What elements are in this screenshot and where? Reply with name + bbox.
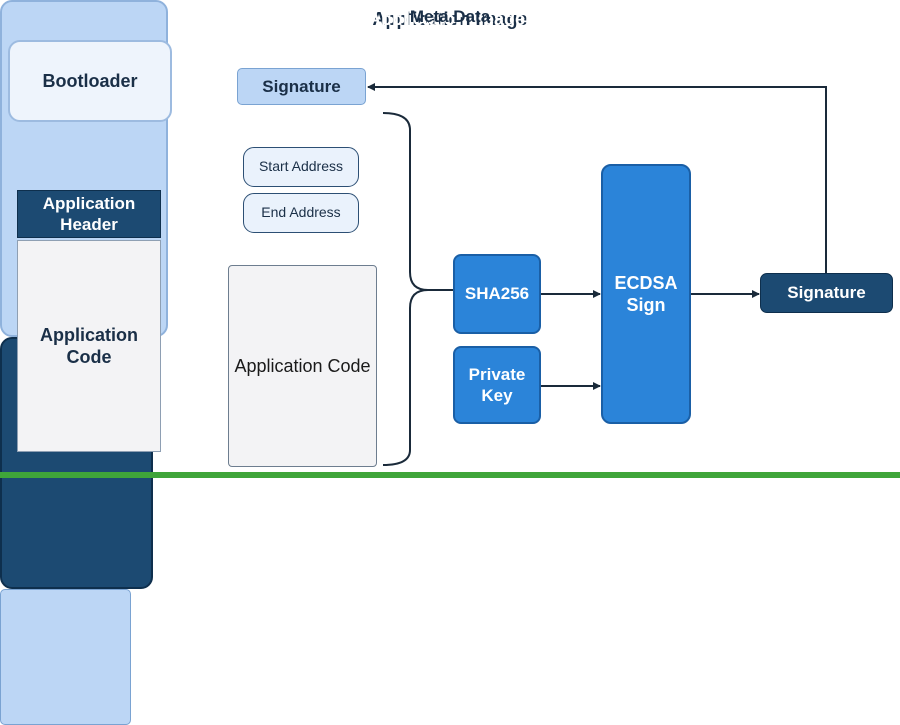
left-application-header-label: Application Header (42, 193, 136, 234)
signature-output-block: Signature (760, 273, 893, 313)
bootloader-label: Bootloader (42, 70, 138, 91)
ecdsa-sign-label: ECDSA Sign (614, 272, 678, 316)
connector-lines (367, 83, 827, 466)
application-code-label: Application Code (234, 355, 371, 376)
meta-data-label: Meta Data (409, 7, 491, 26)
end-address-field: End Address (243, 193, 359, 233)
application-code-block: Application Code (228, 265, 377, 467)
end-address-label: End Address (261, 204, 341, 221)
signature-feedback-arrow (367, 83, 827, 273)
signature-output-label: Signature (787, 283, 866, 303)
left-application-code-block: Application Code (17, 240, 161, 452)
curly-brace (382, 112, 429, 466)
private-key-label: Private Key (468, 364, 526, 405)
start-address-field: Start Address (243, 147, 359, 187)
application-image-label: Application Image (372, 9, 528, 29)
bootloader-block: Bootloader (8, 40, 172, 122)
left-application-code-label: Application Code (40, 324, 138, 368)
application-header-label: Application Header (367, 9, 533, 29)
footer-line (0, 472, 900, 478)
ecdsa-sign-block: ECDSA Sign (601, 164, 691, 424)
sha256-label: SHA256 (464, 284, 530, 304)
signature-field-label: Signature (262, 76, 341, 96)
start-address-label: Start Address (258, 158, 344, 175)
meta-data-block: Meta Data (0, 7, 490, 725)
sha256-block: SHA256 (453, 254, 541, 334)
private-key-block: Private Key (453, 346, 541, 424)
signature-field: Signature (237, 68, 366, 105)
left-application-header-block: Application Header (17, 190, 161, 238)
